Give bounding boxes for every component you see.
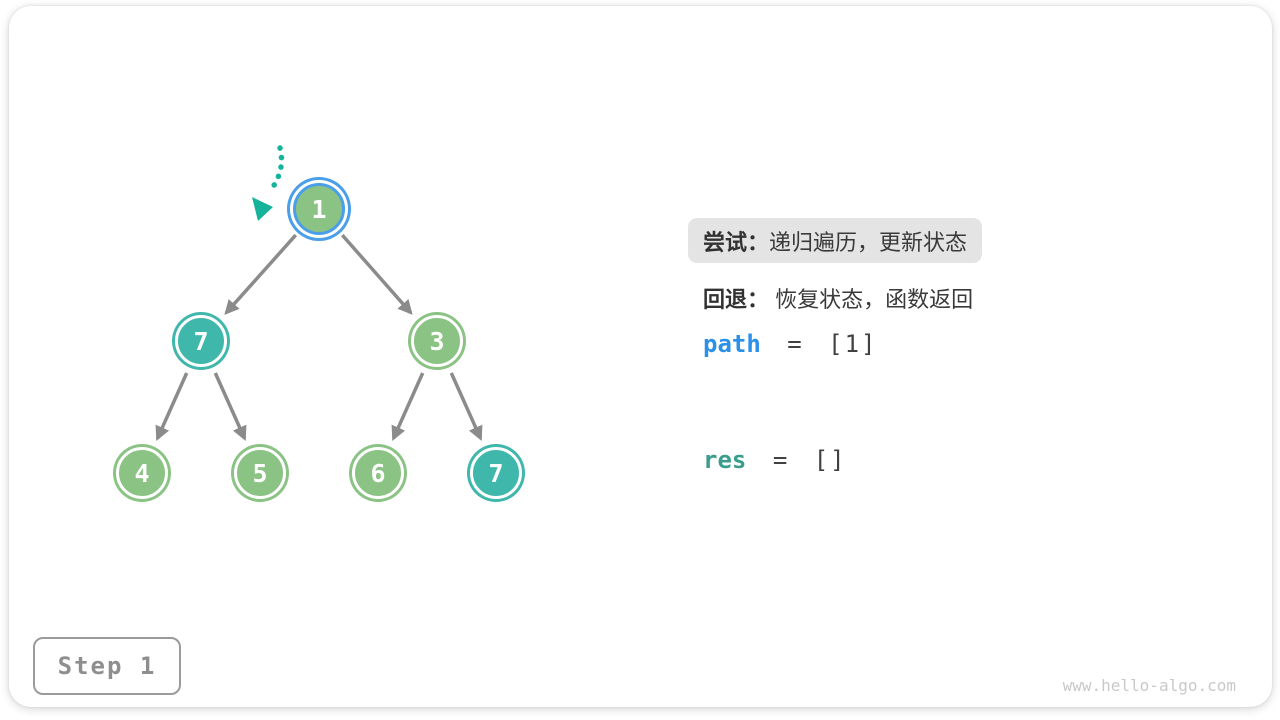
edge-1-to-3 bbox=[340, 233, 413, 315]
node-value: 1 bbox=[311, 194, 327, 224]
edge-3-to-7 bbox=[449, 372, 483, 441]
res-variable-name: res bbox=[703, 446, 747, 474]
path-value: [1] bbox=[828, 330, 878, 358]
step-label: Step 1 bbox=[57, 652, 157, 680]
watermark: www.hello-algo.com bbox=[1062, 676, 1236, 695]
edge-7-to-5 bbox=[213, 372, 247, 441]
back-text: 恢复状态，函数返回 bbox=[775, 287, 974, 312]
tree-node-7-right: 7 bbox=[470, 447, 522, 499]
tree-node-4: 4 bbox=[116, 447, 168, 499]
pointer-dotted-trail bbox=[267, 145, 285, 194]
node-value: 4 bbox=[134, 458, 150, 488]
tree-node-5: 5 bbox=[234, 447, 286, 499]
tree-node-3: 3 bbox=[411, 315, 463, 367]
tree-node-root-1: 1 bbox=[293, 183, 345, 235]
res-value: [] bbox=[813, 446, 847, 474]
edge-1-to-7 bbox=[224, 233, 298, 315]
tree-node-7-left: 7 bbox=[175, 315, 227, 367]
path-variable-name: path bbox=[703, 330, 761, 358]
node-value: 3 bbox=[429, 326, 445, 356]
back-line: 回退： 恢复状态，函数返回 bbox=[703, 282, 973, 314]
node-value: 6 bbox=[370, 458, 386, 488]
res-equals-sign: = bbox=[772, 446, 788, 474]
tree-node-6: 6 bbox=[352, 447, 404, 499]
try-highlight-box: 尝试： 递归遍历，更新状态 bbox=[688, 218, 983, 263]
node-value: 7 bbox=[193, 326, 209, 356]
node-value: 5 bbox=[252, 458, 268, 488]
path-equals-sign: = bbox=[787, 330, 802, 358]
try-label: 尝试： bbox=[703, 229, 770, 255]
res-variable-line: res = [] bbox=[703, 446, 847, 474]
pointer-arrowhead-icon bbox=[252, 197, 273, 221]
try-text: 递归遍历，更新状态 bbox=[769, 229, 968, 255]
step-badge: Step 1 bbox=[33, 637, 181, 695]
edge-3-to-6 bbox=[391, 372, 425, 441]
edge-7-to-4 bbox=[155, 372, 189, 441]
path-variable-line: path = [1] bbox=[703, 330, 878, 358]
node-value: 7 bbox=[488, 458, 504, 488]
back-label: 回退： bbox=[703, 287, 770, 312]
